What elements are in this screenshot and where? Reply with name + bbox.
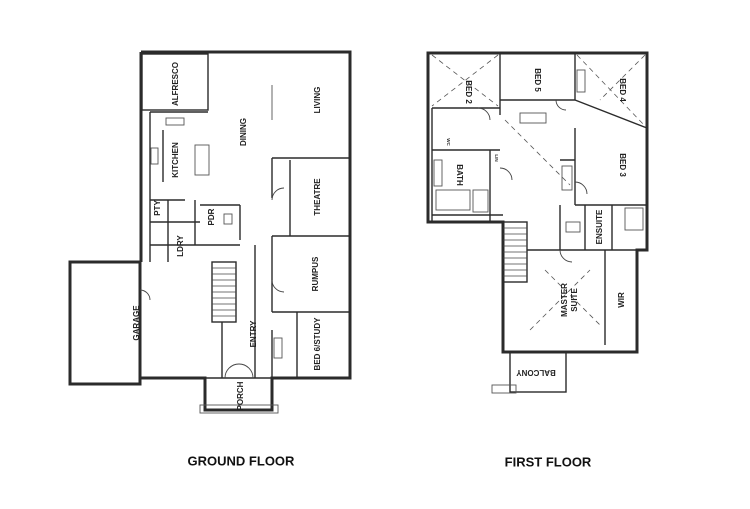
bed3-robe bbox=[561, 165, 573, 191]
ground-floor-plan: ALFRESCO KITCHEN DINING LIVING PTY PDR L… bbox=[68, 50, 352, 468]
bed2-door bbox=[477, 107, 491, 121]
bath-door bbox=[499, 167, 513, 181]
master-door bbox=[559, 249, 573, 263]
pty-label: PTY bbox=[153, 200, 162, 216]
bed4-robe bbox=[576, 69, 586, 93]
master-suite-label-line1: MASTER bbox=[560, 283, 569, 317]
kitchen-walls bbox=[149, 111, 208, 201]
ground-exterior-wall bbox=[68, 50, 352, 412]
porch-step bbox=[199, 404, 279, 414]
bed6-robe bbox=[273, 337, 283, 359]
bath-label: BATH bbox=[455, 164, 464, 186]
bed2-label: BED 2 bbox=[464, 80, 473, 104]
ground-floor-title: GROUND FLOOR bbox=[188, 453, 295, 468]
bathtub bbox=[435, 189, 471, 211]
upper-room-walls bbox=[431, 53, 648, 222]
first-stairs bbox=[502, 221, 528, 283]
ensuite-vanity bbox=[565, 221, 581, 233]
bath-walls bbox=[432, 149, 503, 222]
service-walls bbox=[149, 200, 241, 262]
entry-door bbox=[224, 363, 254, 379]
bed3-door bbox=[574, 181, 588, 195]
master-diagonal-b bbox=[544, 269, 601, 326]
bath-vanity bbox=[433, 159, 443, 187]
bed5-robe bbox=[519, 112, 547, 124]
bed4-diagonal-a bbox=[576, 54, 646, 127]
balcony-step bbox=[491, 384, 517, 394]
entry-label: ENTRY bbox=[249, 320, 258, 347]
first-floor-plan: BED 2 BED 5 BED 4 BATH BED 3 ENSUITE MAS… bbox=[426, 51, 649, 469]
pdr-toilet bbox=[223, 213, 233, 225]
east-room-walls bbox=[527, 128, 647, 345]
bed4-label: BED 4 bbox=[618, 78, 627, 102]
kitchen-label: KITCHEN bbox=[171, 142, 180, 178]
alfresco-outline bbox=[141, 53, 209, 111]
rumpus-walls bbox=[271, 236, 350, 313]
first-exterior-wall bbox=[426, 51, 649, 354]
rumpus-label: RUMPUS bbox=[311, 256, 320, 291]
living-label: LIVING bbox=[313, 87, 322, 114]
wc-label: WC bbox=[446, 138, 451, 146]
first-floor-title: FIRST FLOOR bbox=[505, 454, 592, 469]
bed6-walls bbox=[271, 312, 298, 378]
hall-diagonal bbox=[504, 119, 571, 186]
theatre-door bbox=[271, 187, 285, 201]
bed6-label: BED 6/STUDY bbox=[313, 317, 322, 371]
ensuite-shower bbox=[624, 207, 644, 231]
wir-label: WIR bbox=[617, 292, 626, 308]
ground-stairs bbox=[211, 261, 237, 323]
alfresco-label: ALFRESCO bbox=[171, 62, 180, 106]
theatre-walls bbox=[271, 157, 350, 237]
entry-walls bbox=[205, 245, 272, 379]
bed3-label: BED 3 bbox=[618, 153, 627, 177]
lin-label: LIN bbox=[494, 154, 499, 161]
bed5-door bbox=[555, 99, 567, 111]
bath-shower bbox=[472, 189, 489, 213]
pdr-label: PDR bbox=[207, 208, 216, 225]
bed4-diagonal-b bbox=[599, 54, 646, 101]
rumpus-door bbox=[271, 279, 285, 293]
bed2-diagonal-a bbox=[431, 54, 499, 107]
garage-label: GARAGE bbox=[132, 305, 141, 341]
bed5-label: BED 5 bbox=[533, 68, 542, 92]
bed2-diagonal-b bbox=[431, 54, 499, 107]
dining-label: DINING bbox=[239, 118, 248, 146]
cooktop bbox=[150, 147, 159, 165]
ensuite-label: ENSUITE bbox=[595, 209, 604, 244]
balcony-outline bbox=[509, 351, 567, 393]
kitchen-island bbox=[194, 144, 210, 176]
garage-wall bbox=[68, 260, 142, 386]
theatre-label: THEATRE bbox=[313, 178, 322, 216]
master-suite-label-line2: SUITE bbox=[570, 288, 579, 312]
porch-label: PORCH bbox=[236, 381, 245, 410]
ldry-label: LDRY bbox=[176, 235, 185, 257]
balcony-label: BALCONY bbox=[516, 368, 556, 377]
garage-door bbox=[139, 289, 151, 301]
kitchen-sink bbox=[165, 117, 185, 126]
